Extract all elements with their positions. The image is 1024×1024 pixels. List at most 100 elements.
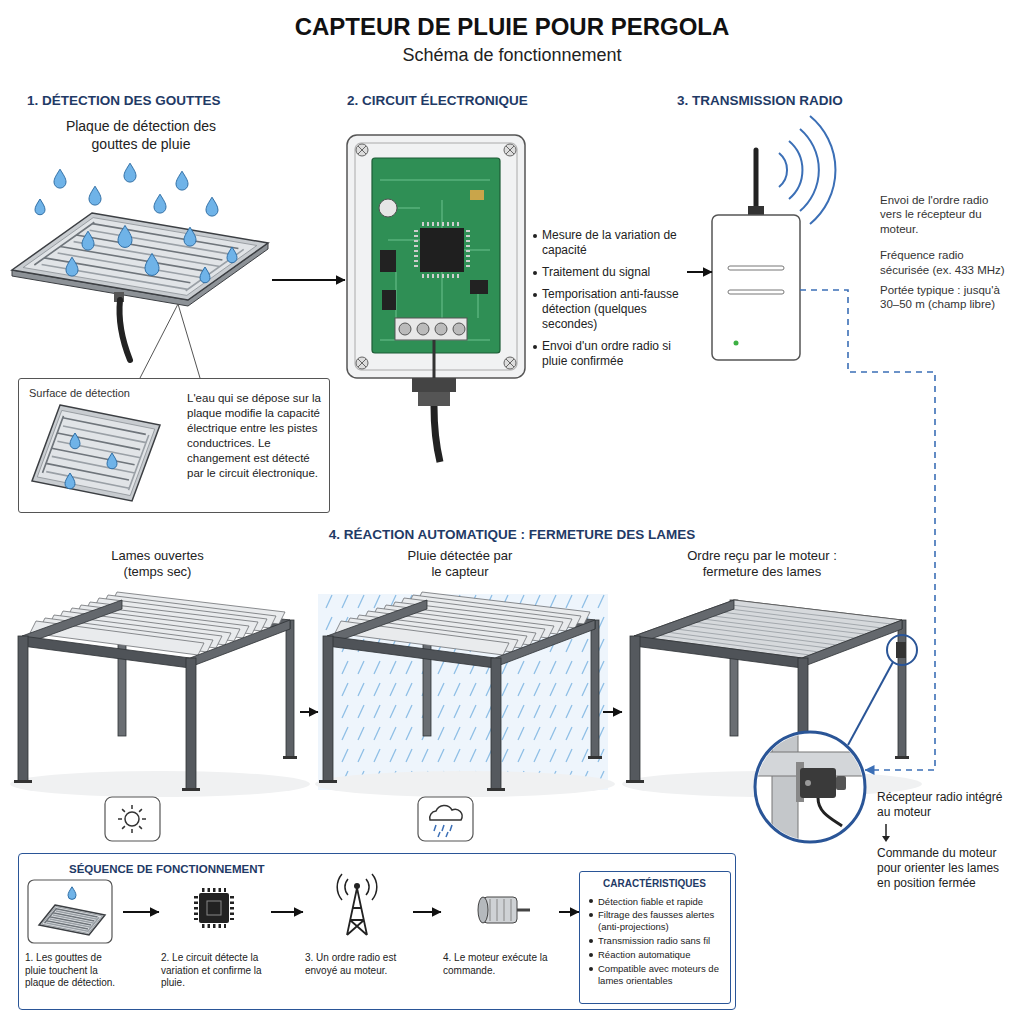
sensor-plate-drawing <box>12 213 268 300</box>
rain-cloud-icon <box>418 797 473 841</box>
connector-layer <box>123 272 935 912</box>
radio-transmitter-drawing <box>728 266 784 270</box>
drops-on-plate <box>82 231 94 250</box>
flow-arrow <box>559 911 579 913</box>
bullet-dot <box>589 939 593 943</box>
sensor-plate: Plaque de détection des gouttes de pluie <box>10 116 272 306</box>
sequence-step: 2. Le circuit détecte la variation et co… <box>159 879 271 999</box>
text-holder: Transmission radio sans fil <box>588 935 726 947</box>
detection-surface-detail <box>70 433 80 449</box>
falling-drops <box>176 171 188 190</box>
sun-icon <box>125 812 139 826</box>
electronics-enclosure <box>372 158 500 353</box>
text-holder: 4. RÉACTION AUTOMATIQUE : FERMETURE DES … <box>0 527 1024 544</box>
pergola-open-drawing <box>10 592 310 797</box>
motor-highlight <box>887 635 917 665</box>
text-holder: Fréquence radio sécurisée (ex. 433 MHz) <box>880 248 1008 277</box>
pergola-closed-drawing <box>626 600 909 791</box>
text-holder: 2. CIRCUIT ÉLECTRONIQUE <box>347 93 647 110</box>
step-plate-icon <box>28 880 112 943</box>
bullet-dot <box>533 271 537 275</box>
plate-caption: Plaque de détection des gouttes de pluie <box>65 118 217 153</box>
text-holder: Mesure de la variation de capacité <box>532 228 682 258</box>
motor-inset <box>740 720 880 860</box>
electronics-enclosure <box>417 323 429 335</box>
step-plate-icon <box>39 905 105 935</box>
text-holder: 3. Un ordre radio est envoyé au moteur. <box>305 952 411 977</box>
bullet-dot <box>589 913 593 917</box>
text-holder: 1. DÉTECTION DES GOUTTES <box>27 93 327 110</box>
pergola-rain-drawing <box>315 771 615 797</box>
electronics-enclosure <box>434 406 440 462</box>
step-antenna-icon <box>354 883 360 889</box>
text-holder: Pluie détectée par le capteur <box>405 548 515 581</box>
drops-on-plate <box>145 253 159 275</box>
sensor-plate-drawing <box>12 213 268 360</box>
down-arrow <box>882 836 890 842</box>
radio-transmitter-drawing <box>712 215 800 360</box>
text-holder: 2. Le circuit détecte la variation et co… <box>161 952 269 990</box>
pergola-open-drawing <box>10 771 310 797</box>
pergola-rain: Pluie détectée par le capteur <box>318 546 603 790</box>
flow-arrow <box>271 911 303 913</box>
step-motor-icon <box>478 897 530 923</box>
function-item: Temporisation anti-fausse détection (que… <box>542 287 682 332</box>
function-item: Envoi d'un ordre radio si pluie confirmé… <box>542 339 682 369</box>
flow-arrow <box>300 711 318 713</box>
state-label: Ordre reçu par le moteur : fermeture des… <box>662 548 862 581</box>
radio-link <box>800 290 935 770</box>
text-holder: Traitement du signal <box>532 265 682 280</box>
bullet-dot <box>533 345 537 349</box>
electronics-enclosure <box>420 228 464 272</box>
text-holder: Ordre reçu par le moteur : fermeture des… <box>662 548 862 581</box>
step-motor-icon <box>490 899 511 921</box>
feature-item: Compatible avec moteurs de lames orienta… <box>598 963 726 987</box>
section-heading: 4. RÉACTION AUTOMATIQUE : FERMETURE DES … <box>0 527 1024 544</box>
radio-note: Envoi de l'ordre radio vers le récepteur… <box>880 193 1008 236</box>
feature-item: Transmission radio sans fil <box>598 935 726 947</box>
radio-note: Fréquence radio sécurisée (ex. 433 MHz) <box>880 248 1008 277</box>
step-text: 4. Le moteur exécute la commande. <box>443 952 557 977</box>
callout-pointer <box>140 304 200 378</box>
panel-heading: SÉQUENCE DE FONCTIONNEMENT <box>69 862 389 876</box>
flow-arrow <box>413 911 441 913</box>
motor-highlight <box>848 662 893 745</box>
electronics-enclosure <box>355 143 517 370</box>
text-holder: 1. Les gouttes de pluie touchent la plaq… <box>25 952 123 990</box>
text-holder: Compatible avec moteurs de lames orienta… <box>588 963 726 987</box>
step-motor-icon <box>478 897 488 923</box>
radio-transmitter-drawing <box>712 116 835 360</box>
drops-on-plate <box>200 267 210 283</box>
electronics-enclosure <box>395 318 467 340</box>
falling-drops <box>124 163 136 182</box>
step-text: 1. Les gouttes de pluie touchent la plaq… <box>25 952 123 990</box>
motor-highlight <box>896 642 906 658</box>
electronics-enclosure <box>347 135 525 378</box>
text-holder: Réaction automatique <box>588 949 726 961</box>
pergola-open: Lames ouvertes (temps sec) <box>15 546 300 790</box>
text-holder: SÉQUENCE DE FONCTIONNEMENT <box>69 862 389 876</box>
falling-drops <box>35 163 218 216</box>
flow-arrow <box>603 711 622 713</box>
down-arrow <box>885 824 887 837</box>
motor-inset <box>818 798 842 826</box>
step-chip-icon <box>199 893 229 923</box>
electronics-enclosure <box>433 340 436 378</box>
step-plate-icon <box>68 887 76 900</box>
step-chip-icon <box>196 890 232 926</box>
drops-on-plate <box>184 227 196 246</box>
motor-inset <box>836 776 846 790</box>
motor-highlight <box>848 635 917 745</box>
text-holder: CARACTÉRISTIQUES <box>580 878 729 891</box>
features-box: CARACTÉRISTIQUESDétection fiable et rapi… <box>579 871 731 1004</box>
pergola-open-drawing <box>14 600 297 791</box>
drops-on-plate <box>66 257 78 276</box>
text-holder: 4. Le moteur exécute la commande. <box>443 952 557 977</box>
callout-text: L'eau qui se dépose sur la plaque modifi… <box>187 391 323 481</box>
motor-inset <box>740 720 880 860</box>
step-text: 2. Le circuit détecte la variation et co… <box>161 952 269 990</box>
detection-surface-detail <box>107 453 117 469</box>
sensor-plate-drawing <box>119 300 130 360</box>
feature-item: Réaction automatique <box>598 949 726 961</box>
